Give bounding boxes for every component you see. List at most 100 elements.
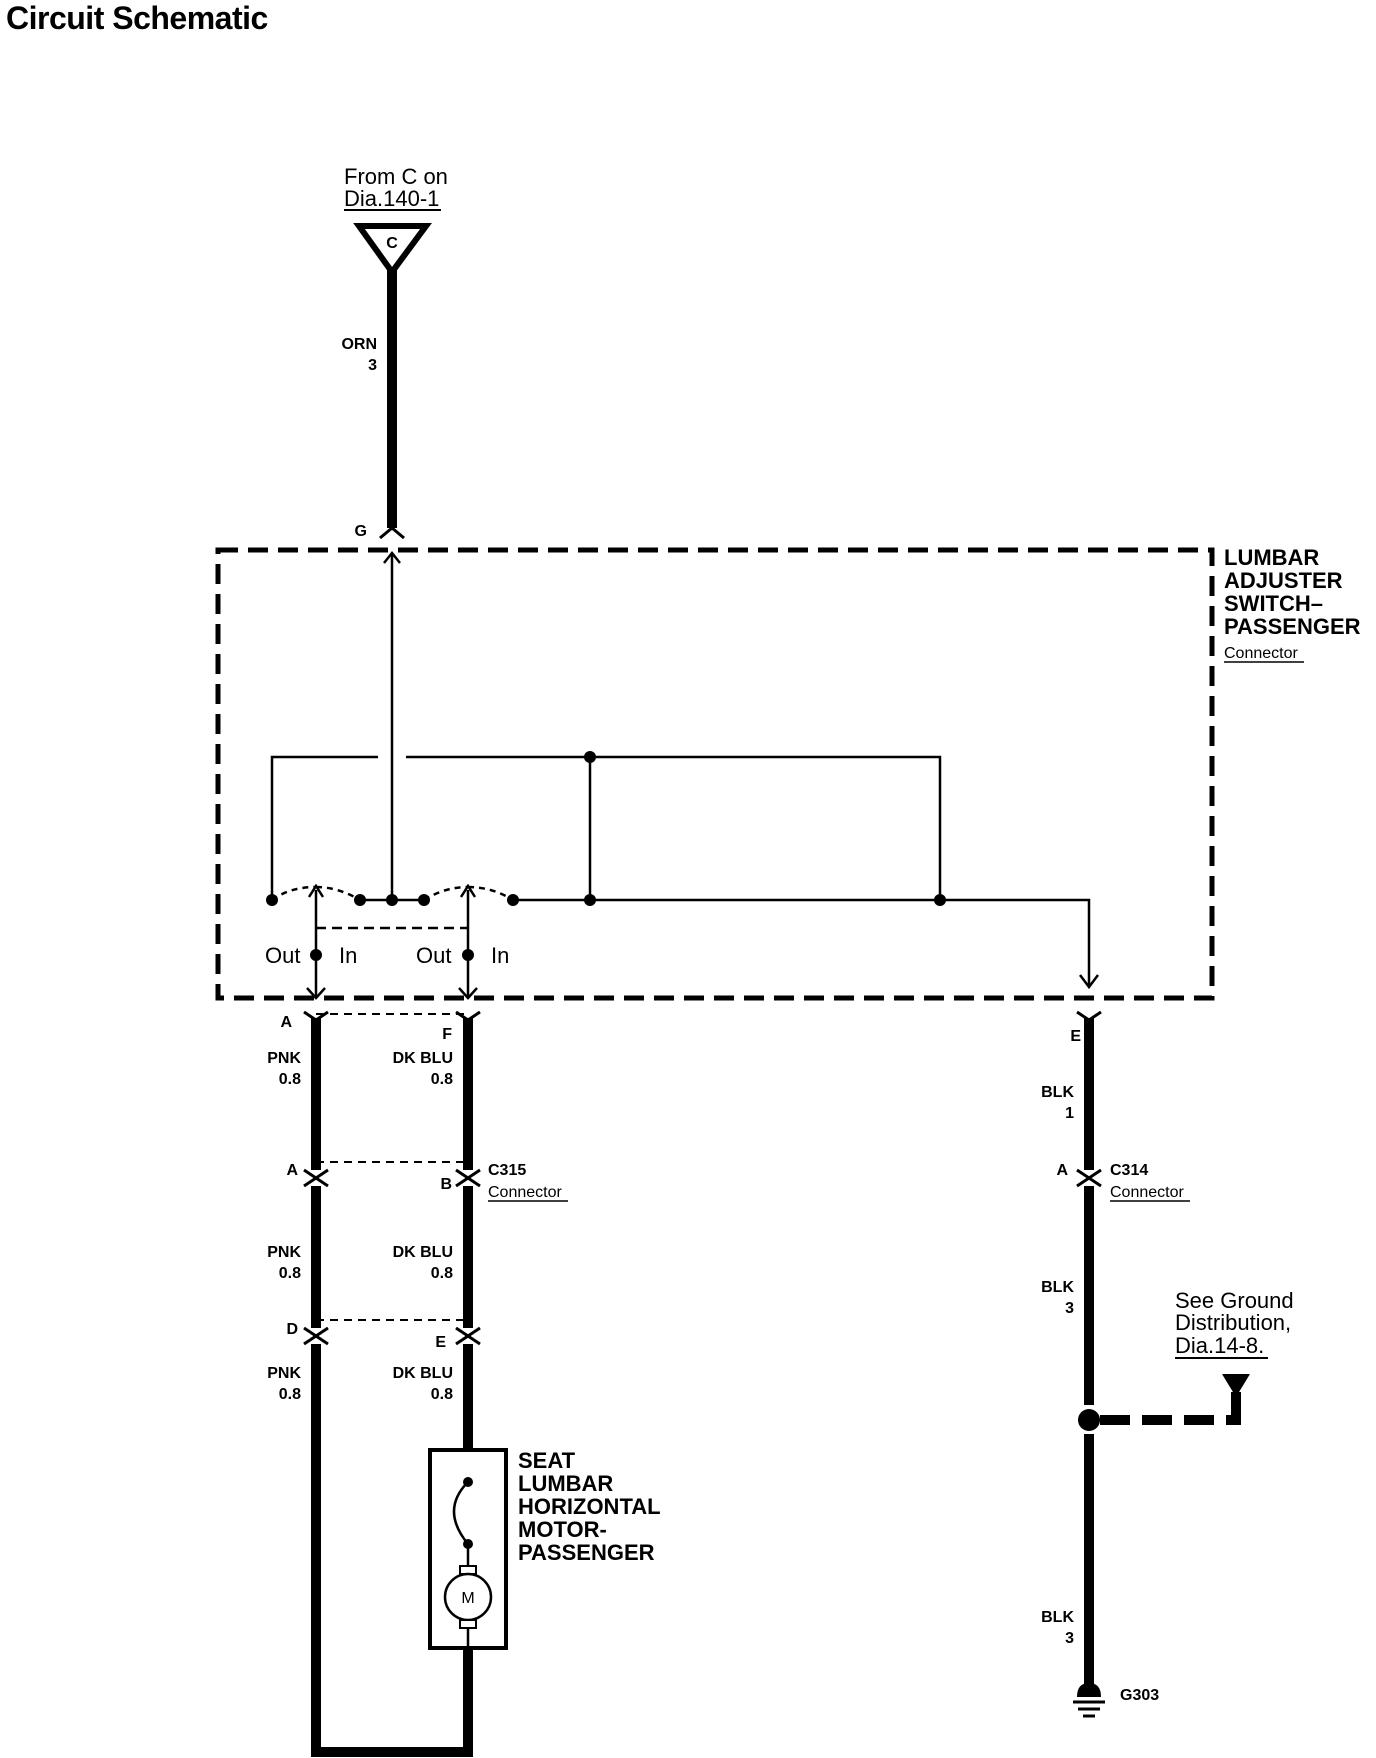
splice-c-letter: C [386,235,398,252]
pin-g-chevron-icon [379,526,405,540]
pin-g-label: G [355,523,367,540]
switch-name-line1: LUMBAR [1224,545,1319,570]
connector-c314: A C314 Connector [1056,1162,1190,1202]
junction-dot [507,894,519,906]
switch-name-line2: ADJUSTER [1224,568,1343,593]
c314-pin-a-mate-icon [1076,1176,1102,1188]
wire-blk-2-color: BLK [1041,1279,1074,1296]
junction-dot [462,949,474,961]
junction-dot [310,949,322,961]
pin-a-arrow-icon [306,987,326,1000]
wire-dkblu-2-size: 0.8 [431,1265,453,1282]
source-ref-line1: From C on [344,164,448,189]
wire-dkblu-1-color: DK BLU [393,1050,453,1067]
bus-left-line [270,755,378,900]
junction-dot [934,894,946,906]
lumbar-adjuster-switch: LUMBAR ADJUSTER SWITCH– PASSENGER Connec… [215,545,1361,1001]
c315-pin-b-mate-icon [455,1176,481,1188]
wire-dkblu-2-color: DK BLU [393,1244,453,1261]
source-reference: From C on Dia.140-1 C [344,164,448,278]
source-ref-line2: Dia.140-1 [344,186,439,211]
splice-dot [1078,1409,1100,1431]
page-title: Circuit Schematic [6,0,268,36]
wire-pnk-3-size: 0.8 [279,1386,301,1403]
ground-dome [1077,1683,1101,1697]
wire-pnk-2-size: 0.8 [279,1265,301,1282]
wire-blk-2-size: 3 [1065,1300,1074,1317]
position-in-1: In [339,943,357,968]
motor-cap-bottom [459,1619,477,1629]
pin-e-label: E [1070,1028,1081,1045]
c315-pin-a-mate-icon [303,1176,329,1188]
feed-g-arrow-icon [383,550,401,564]
wire-dkblu-3-color: DK BLU [393,1365,453,1382]
wire-pnk-1-size: 0.8 [279,1071,301,1088]
motor-brush-arc [452,1481,469,1545]
seat-lumbar-motor: M SEAT LUMBAR HORIZONTAL MOTOR- PASSENGE… [428,1448,661,1650]
wire-blk-3-color: BLK [1041,1609,1074,1626]
ground-feed-arrow-icon [1079,974,1099,990]
ground-splice: See Ground Distribution, Dia.14-8. [1078,1288,1294,1431]
contact-arm-right-2 [467,885,514,902]
wire-pnk-2-color: PNK [267,1244,301,1261]
ground-ref-line2: Distribution, [1175,1310,1291,1335]
c315-pin-d-mate-icon [303,1334,329,1346]
position-in-2: In [491,943,509,968]
ground-ref-triangle-icon [1222,1374,1250,1397]
ground-feed-line [513,898,1091,985]
motor-name-line4: MOTOR- [518,1517,607,1542]
wire-orn-color: ORN [341,336,377,353]
junction-dot [354,894,366,906]
splice-c-triangle-icon [353,223,432,278]
wire-dkblu-3-size: 0.8 [431,1386,453,1403]
c314-pin-a-label: A [1056,1162,1068,1179]
ground-ref-line3: Dia.14-8. [1175,1333,1264,1358]
pin-f-arrow-icon [458,987,478,1000]
switch-output-pins: A F E [280,1010,1102,1045]
connector-c315: A B C315 Connector D E [286,1161,568,1351]
junction-dot [584,894,596,906]
ground-name: G303 [1120,1687,1159,1704]
position-out-2: Out [416,943,451,968]
switch-name-line4: PASSENGER [1224,614,1361,639]
wire-orn: ORN 3 G [341,270,405,540]
c315-pin-e-label: E [435,1334,446,1351]
motor-name-line2: LUMBAR [518,1471,613,1496]
wire-dk-blu: DK BLU 0.8 DK BLU 0.8 DK BLU 0.8 [393,1018,473,1752]
wire-dkblu-1-size: 0.8 [431,1071,453,1088]
junction-dot [266,894,278,906]
bus-right-line [406,755,942,900]
ground-g303: G303 [1073,1683,1159,1718]
contact-arm-left-2 [315,885,361,902]
junction-dot [584,751,596,763]
c314-name: C314 [1110,1162,1148,1179]
pin-a-label: A [280,1014,292,1031]
wire-blk-3-size: 3 [1065,1630,1074,1647]
wire-pnk-3-color: PNK [267,1365,301,1382]
c315-pin-a-label: A [286,1162,298,1179]
switch-connector-label: Connector [1224,645,1298,662]
wire-pnk-1-color: PNK [267,1050,301,1067]
pivot-right-arrow-icon [459,883,477,898]
wire-blk-1-color: BLK [1041,1084,1074,1101]
pin-f-label: F [442,1026,452,1043]
c315-pin-d-label: D [286,1321,298,1338]
wire-orn-size: 3 [368,357,377,374]
motor-name-line3: HORIZONTAL [518,1494,661,1519]
motor-name-line1: SEAT [518,1448,576,1473]
ground-ref-line1: See Ground [1175,1288,1294,1313]
wire-blk: BLK 1 BLK 3 BLK 3 [1041,1018,1094,1685]
contact-arm-left-1 [271,885,317,902]
motor-name-line5: PASSENGER [518,1540,655,1565]
c314-connector-label: Connector [1110,1184,1184,1201]
junction-dot [386,894,398,906]
junction-dot [418,894,430,906]
motor-symbol: M [461,1590,474,1607]
c315-connector-label: Connector [488,1184,562,1201]
switch-dashed-boundary [215,547,1215,1001]
wire-blk-1-size: 1 [1065,1105,1074,1122]
contact-arm-right-1 [423,885,469,902]
position-out-1: Out [265,943,300,968]
c315-pin-b-label: B [440,1176,452,1193]
